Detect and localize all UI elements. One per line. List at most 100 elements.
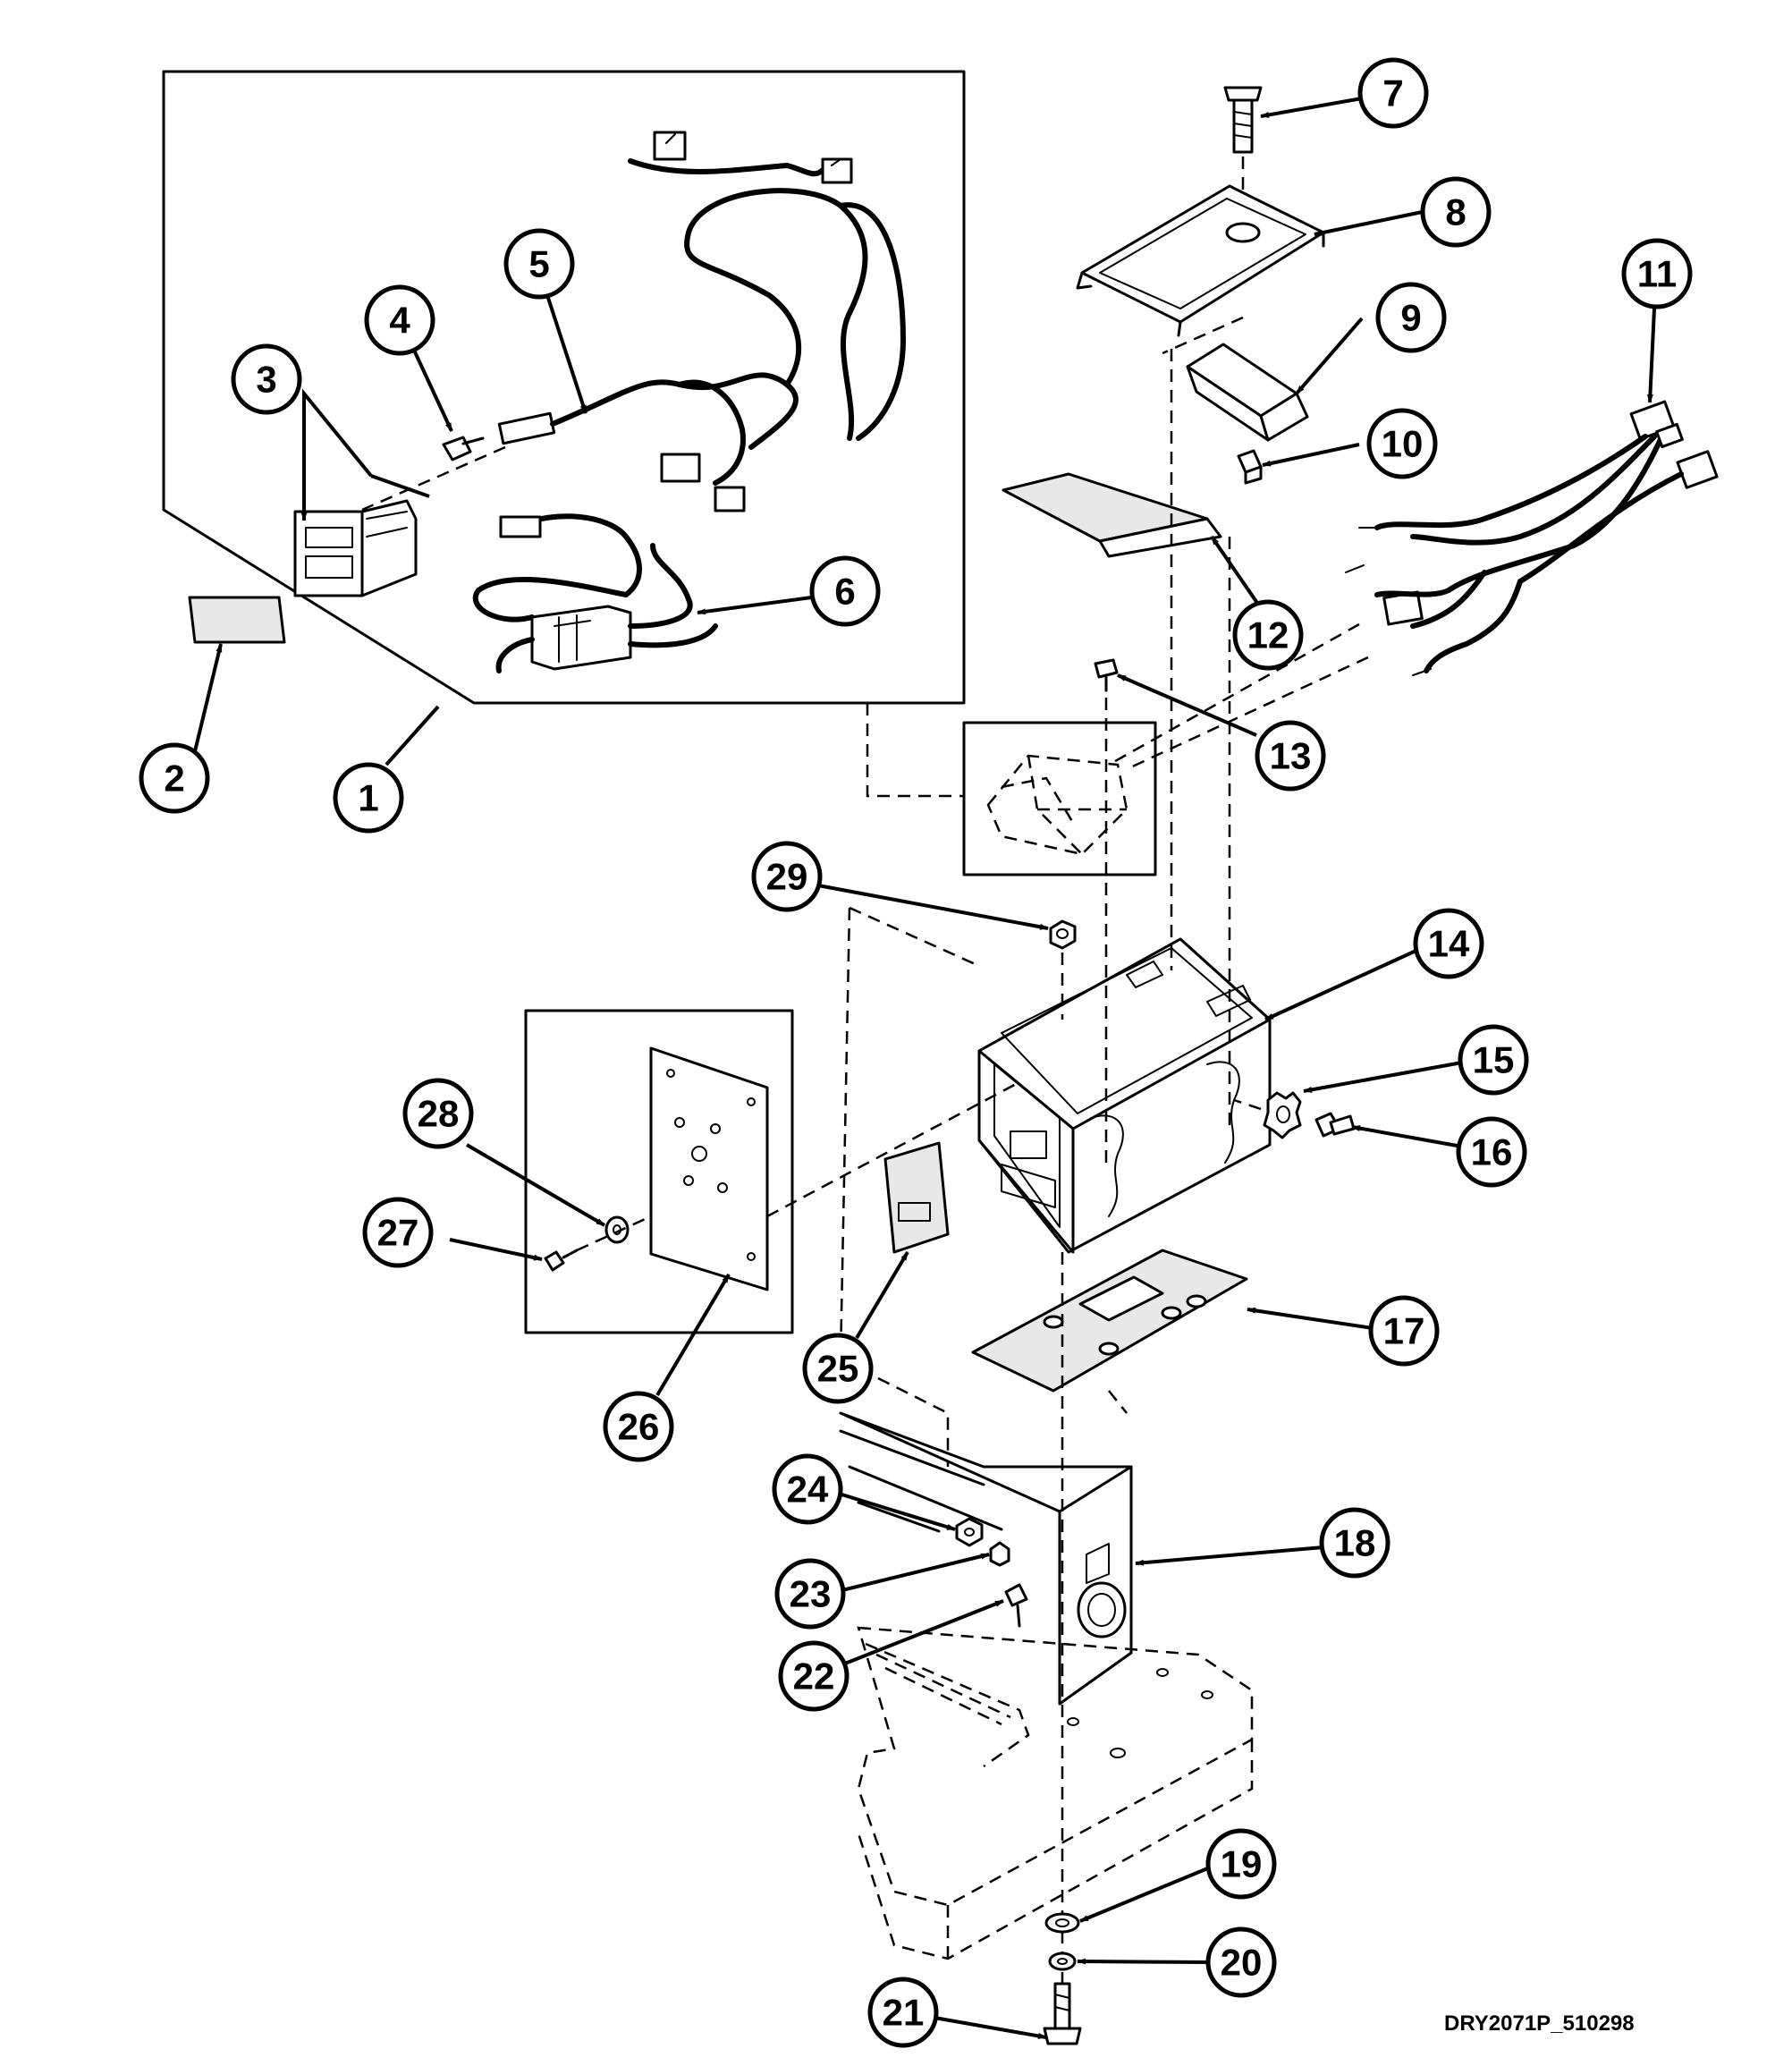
callout-17: 17 — [1368, 1295, 1440, 1367]
callout-label: 17 — [1383, 1310, 1425, 1352]
assembly-line-11 — [1108, 622, 1360, 766]
callout-label: 23 — [790, 1573, 832, 1615]
part-7-bolt — [1223, 86, 1263, 154]
callout-label: 16 — [1471, 1131, 1513, 1173]
assembly-line-4-3 — [361, 445, 506, 512]
callout-22: 22 — [778, 1640, 850, 1712]
callout-label: 21 — [883, 1992, 925, 2034]
callout-label: 3 — [256, 359, 276, 401]
callout-label: 5 — [528, 243, 549, 285]
part-4-screw — [442, 436, 485, 461]
callout-29: 29 — [751, 841, 823, 912]
callout-12: 12 — [1232, 599, 1304, 671]
assembly-line-15-16 — [1233, 1098, 1262, 1111]
callout-10: 10 — [1366, 408, 1438, 479]
callout-18: 18 — [1319, 1507, 1390, 1579]
assembly-line-envelope — [839, 906, 1128, 1467]
callout-label: 15 — [1473, 1039, 1515, 1081]
callout-24: 24 — [772, 1453, 843, 1525]
callout-5: 5 — [503, 228, 575, 300]
callout-label: 26 — [618, 1406, 660, 1448]
callout-label: 20 — [1221, 1942, 1263, 1984]
callout-14: 14 — [1413, 908, 1484, 979]
callout-label: 2 — [164, 758, 184, 800]
part-14-housing — [977, 937, 1272, 1254]
part-10-clip — [1237, 449, 1263, 485]
callout-1: 1 — [333, 762, 404, 834]
part-27-screw — [544, 1249, 579, 1272]
callout-label: 6 — [834, 571, 855, 613]
callout-label: 28 — [418, 1093, 460, 1135]
part-23-lock-washer — [989, 1541, 1010, 1567]
callout-label: 14 — [1428, 923, 1470, 965]
callout-label: 27 — [377, 1212, 419, 1254]
callout-8: 8 — [1420, 176, 1492, 248]
callout-9: 9 — [1375, 282, 1447, 353]
part-29-nut — [1049, 919, 1077, 950]
callout-label: 18 — [1334, 1522, 1376, 1564]
callout-19: 19 — [1205, 1828, 1277, 1900]
callout-label: 11 — [1637, 253, 1677, 295]
callout-25: 25 — [802, 1333, 874, 1404]
part-26-plate-inset — [524, 1009, 794, 1334]
callout-label: 10 — [1382, 423, 1424, 465]
callout-6: 6 — [809, 555, 881, 627]
leader-lines — [193, 97, 1656, 2039]
callout-label: 22 — [793, 1655, 835, 1698]
callout-11: 11 — [1621, 238, 1693, 309]
part-6-power-supply — [472, 513, 718, 673]
callout-label: 8 — [1445, 191, 1466, 233]
callout-16: 16 — [1456, 1116, 1527, 1188]
part-19-washer — [1044, 1912, 1080, 1934]
assembly-line-27-28 — [576, 1215, 652, 1252]
callout-label: 12 — [1247, 614, 1289, 656]
part-13-screw — [1094, 658, 1119, 692]
callout-label: 9 — [1400, 297, 1421, 339]
callout-21: 21 — [867, 1977, 939, 2048]
callout-27: 27 — [362, 1197, 434, 1268]
assembly-line-26-to-14 — [766, 1080, 1020, 1218]
reference-code: DRY2071P_510298 — [1444, 2011, 1635, 2036]
callout-28: 28 — [402, 1078, 474, 1149]
callout-2: 2 — [139, 742, 210, 814]
part-11-wiring-harness — [1345, 400, 1719, 676]
part-18-mounting-bracket — [839, 1411, 1133, 1706]
callout-label: 7 — [1382, 72, 1403, 114]
assembly-line-9 — [1162, 316, 1244, 355]
callout-label: 25 — [817, 1348, 859, 1390]
callout-26: 26 — [603, 1391, 674, 1462]
callout-4: 4 — [364, 284, 435, 356]
part-20-lock-washer — [1048, 1952, 1077, 1971]
dryer-base-outline — [857, 1626, 1254, 1960]
callout-3: 3 — [231, 343, 302, 415]
part-2-label-card — [188, 596, 286, 644]
callout-label: 19 — [1221, 1843, 1263, 1885]
callout-13: 13 — [1255, 720, 1326, 792]
inset-detail-box — [962, 721, 1157, 876]
assembly-line-kit-to-inset — [866, 703, 964, 798]
part-3-display-module — [293, 499, 418, 597]
callout-7: 7 — [1357, 57, 1429, 129]
part-9-bracket — [1186, 343, 1309, 442]
part-25-label — [883, 1141, 950, 1254]
callout-20: 20 — [1205, 1926, 1277, 1998]
part-8-top-plate — [1076, 184, 1325, 337]
callout-label: 24 — [787, 1469, 829, 1511]
part-5-harness — [497, 131, 906, 512]
callout-label: 29 — [766, 856, 808, 898]
part-24-nut — [955, 1517, 984, 1547]
part-22-screw — [1004, 1583, 1028, 1628]
part-17-plate — [971, 1249, 1248, 1393]
part-12-insulator — [1002, 472, 1222, 558]
kit-panel — [162, 70, 966, 705]
part-21-bolt — [1043, 1982, 1082, 2045]
assembly-line-wire-to-14 — [1126, 656, 1369, 771]
callout-23: 23 — [774, 1558, 846, 1630]
callout-label: 1 — [358, 777, 378, 819]
part-28-washer — [604, 1215, 630, 1244]
callout-15: 15 — [1458, 1024, 1529, 1096]
callout-label: 4 — [389, 300, 410, 342]
part-15-star-washer — [1263, 1091, 1302, 1139]
callout-label: 13 — [1270, 735, 1312, 777]
